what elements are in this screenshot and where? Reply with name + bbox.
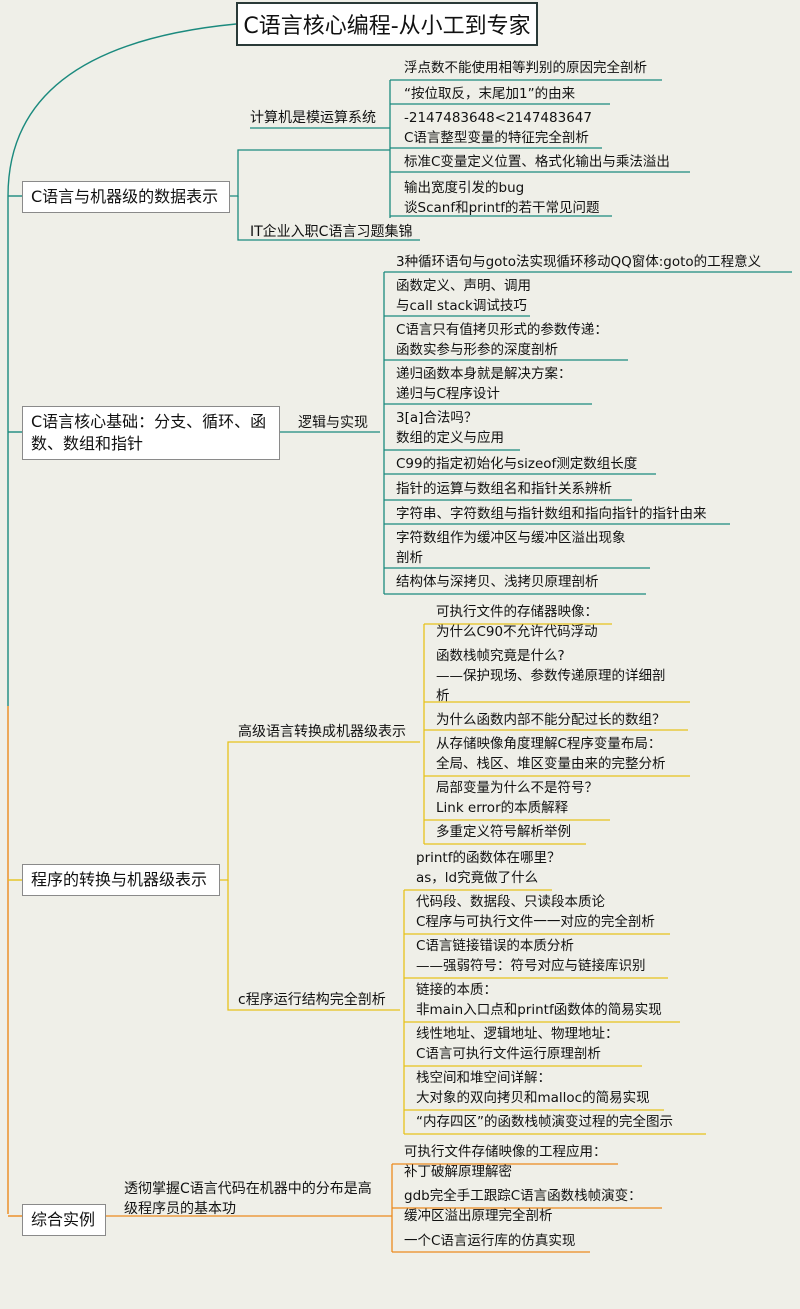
topic-2-branch-lower xyxy=(227,880,400,1011)
leaf-buffer-overflow[interactable]: 字符数组作为缓冲区与缓冲区溢出现象剖析 xyxy=(396,530,626,566)
leaf-function-definition[interactable]: 函数定义、声明、调用与call stack调试技巧 xyxy=(396,278,531,314)
leaf-struct-copy[interactable]: 结构体与深拷贝、浅拷贝原理剖析 xyxy=(396,574,599,590)
leaf-link-essence[interactable]: 链接的本质：非main入口点和printf函数体的简易实现 xyxy=(416,982,662,1018)
subtopic-modular-arithmetic[interactable]: 计算机是模运算系统 xyxy=(250,110,376,126)
topic-0-branch xyxy=(230,149,390,197)
leaf-strings-pointers[interactable]: 字符串、字符数组与指针数组和指向指针的指针由来 xyxy=(396,506,707,522)
subtopic-code-distribution[interactable]: 透彻掌握C语言代码在机器中的分布是高级程序员的基本功 xyxy=(124,1181,372,1217)
leaf-multiple-definition[interactable]: 多重定义符号解析举例 xyxy=(436,824,571,840)
leaf-variable-layout[interactable]: 从存储映像角度理解C程序变量布局：全局、栈区、堆区变量由来的完整分析 xyxy=(436,736,666,772)
leaf-local-symbol[interactable]: 局部变量为什么不是符号？Link error的本质解释 xyxy=(436,780,598,816)
leaf-value-copy-params[interactable]: C语言只有值拷贝形式的参数传递：函数实参与形参的深度剖析 xyxy=(396,322,608,358)
leaf-address-types[interactable]: 线性地址、逻辑地址、物理地址：C语言可执行文件运行原理剖析 xyxy=(416,1026,619,1062)
leaf-long-array[interactable]: 为什么函数内部不能分配过长的数组？ xyxy=(436,712,666,728)
leaf-printf-body[interactable]: printf的函数体在哪里？as，ld究竟做了什么 xyxy=(416,850,561,886)
leaf-memory-image-application[interactable]: 可执行文件存储映像的工程应用：补丁破解原理解密 xyxy=(404,1144,607,1180)
leaf-c99-initialization[interactable]: C99的指定初始化与sizeof测定数组长度 xyxy=(396,456,638,472)
leaf-stack-heap[interactable]: 栈空间和堆空间详解：大对象的双向拷贝和malloc的简易实现 xyxy=(416,1070,650,1106)
map-title[interactable]: C语言核心编程-从小工到专家 xyxy=(236,2,538,46)
subtopic-high-to-machine-level[interactable]: 高级语言转换成机器级表示 xyxy=(238,724,406,740)
leaf-memory-image[interactable]: 可执行文件的存储器映像：为什么C90不允许代码浮动 xyxy=(436,604,598,640)
leaf-pointer-arithmetic[interactable]: 指针的运算与数组名和指针关系辨析 xyxy=(396,481,612,497)
leaf-stack-frame[interactable]: 函数栈帧究竟是什么?——保护现场、参数传递原理的详细剖析 xyxy=(436,648,666,704)
subtopic-runtime-structure[interactable]: c程序运行结构完全剖析 xyxy=(238,992,386,1008)
leaf-link-error[interactable]: C语言链接错误的本质分析——强弱符号：符号对应与链接库识别 xyxy=(416,938,646,974)
leaf-variable-definition[interactable]: 标准C变量定义位置、格式化输出与乘法溢出 xyxy=(404,154,670,170)
subtopic-interview-exercises[interactable]: IT企业入职C语言习题集锦 xyxy=(250,224,413,240)
root-connector-upper xyxy=(7,23,237,197)
leaf-float-equality[interactable]: 浮点数不能使用相等判别的原因完全剖析 xyxy=(404,60,647,76)
leaf-runtime-emulation[interactable]: 一个C语言运行库的仿真实现 xyxy=(404,1233,576,1249)
topic-program-conversion[interactable]: 程序的转换与机器级表示 xyxy=(22,864,220,896)
leaf-gdb-tracing[interactable]: gdb完全手工跟踪C语言函数栈帧演变：缓冲区溢出原理完全剖析 xyxy=(404,1188,642,1224)
topic-2-branch-upper xyxy=(220,741,420,881)
topic-core-basics[interactable]: C语言核心基础：分支、循环、函数、数组和指针 xyxy=(22,406,280,460)
leaf-bitwise-negation[interactable]: “按位取反，末尾加1”的由来 xyxy=(404,86,576,102)
topic-data-representation[interactable]: C语言与机器级的数据表示 xyxy=(22,181,230,213)
leaf-array-indexing[interactable]: 3[a]合法吗？数组的定义与应用 xyxy=(396,410,504,446)
topic-0-branch-lower xyxy=(237,196,420,241)
leaf-loop-goto[interactable]: 3种循环语句与goto法实现循环移动QQ窗体:goto的工程意义 xyxy=(396,254,762,270)
leaf-four-memory-regions[interactable]: “内存四区”的函数栈帧演变过程的完全图示 xyxy=(416,1114,673,1130)
leaf-recursion[interactable]: 递归函数本身就是解决方案：递归与C程序设计 xyxy=(396,366,572,402)
subtopic-logic-implementation[interactable]: 逻辑与实现 xyxy=(298,415,368,431)
topic-comprehensive-examples[interactable]: 综合实例 xyxy=(22,1204,106,1236)
